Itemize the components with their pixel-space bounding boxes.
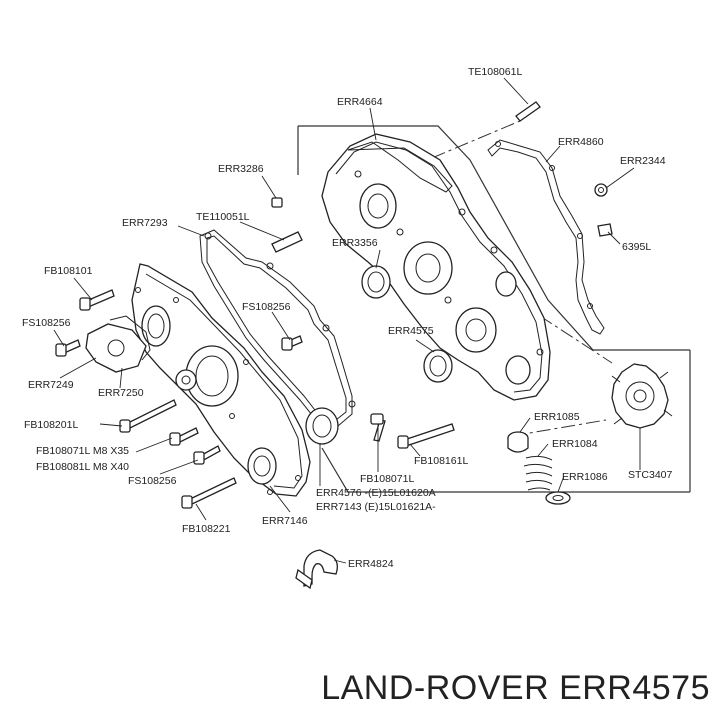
oil-seal-err4575 — [423, 349, 453, 383]
label-err1085: ERR1085 — [534, 411, 580, 423]
oil-seal-err3356 — [361, 265, 391, 299]
bolt-fb108101 — [79, 289, 115, 311]
label-err7143: ERR7143 (E)15L01621A- — [316, 501, 436, 513]
label-fb108071l-m8: FB108071L M8 X35 — [36, 445, 129, 457]
label-err1086: ERR1086 — [562, 471, 608, 483]
label-fs108256-left: FS108256 — [22, 317, 71, 329]
spring-err1084 — [523, 455, 553, 491]
label-fb108101: FB108101 — [44, 265, 93, 277]
label-err4824: ERR4824 — [348, 558, 394, 570]
label-fs108256-mid: FS108256 — [242, 301, 291, 313]
label-err7293: ERR7293 — [122, 217, 168, 229]
oil-pump-rotor — [611, 363, 673, 429]
leader-lines — [53, 77, 641, 564]
bolt-fb108161l — [397, 423, 455, 449]
housing-err7249 — [85, 323, 147, 373]
bolt-fb108221 — [181, 477, 237, 509]
label-err7249: ERR7249 — [28, 379, 74, 391]
gasket-err7250 — [109, 315, 151, 361]
part-labels: TE108061L ERR4664 ERR4860 ERR3286 ERR234… — [22, 66, 673, 570]
label-err4664: ERR4664 — [337, 96, 383, 108]
screw-fs108256-low — [193, 445, 221, 465]
valve-plunger-err1085 — [507, 431, 529, 453]
label-err4575: ERR4575 — [388, 325, 434, 337]
label-err3286: ERR3286 — [218, 163, 264, 175]
label-fb108201l: FB108201L — [24, 419, 78, 431]
label-fb108161l: FB108161L — [414, 455, 468, 467]
seal-err2344 — [594, 183, 608, 197]
screw-fs108256-mid — [281, 335, 303, 351]
oil-seal-err4576 — [305, 407, 339, 445]
label-stc3407: STC3407 — [628, 469, 673, 481]
stud-te108061l — [515, 101, 541, 122]
label-err3356: ERR3356 — [332, 237, 378, 249]
label-err1084: ERR1084 — [552, 438, 598, 450]
stud-te110051l — [271, 231, 303, 253]
plug-err3286 — [271, 197, 283, 208]
label-err4576: ERR4576 -(E)15L01620A — [316, 487, 436, 499]
label-fb108071l: FB108071L — [360, 473, 414, 485]
label-err7250: ERR7250 — [98, 387, 144, 399]
bolt-fb108071l-m8 — [169, 427, 199, 446]
front-timing-cover — [131, 263, 311, 497]
label-err7146: ERR7146 — [262, 515, 308, 527]
label-fs108256-low: FS108256 — [128, 475, 177, 487]
label-err4860: ERR4860 — [558, 136, 604, 148]
label-6395l: 6395L — [622, 241, 651, 253]
bracket-err4824 — [295, 549, 338, 590]
cover-gasket — [199, 229, 356, 427]
brand-caption: LAND-ROVER ERR4575 — [321, 669, 710, 707]
screw-fs108256-left — [55, 339, 81, 357]
assembly-frame — [297, 120, 691, 493]
label-fb108221: FB108221 — [182, 523, 231, 535]
label-fb108081l-m8: FB108081L M8 X40 — [36, 461, 129, 473]
label-err2344: ERR2344 — [620, 155, 666, 167]
label-te110051l: TE110051L — [196, 211, 250, 223]
label-te108061l: TE108061L — [468, 66, 522, 78]
washer-err1086 — [545, 491, 571, 505]
bolt-fb108201l — [119, 399, 177, 433]
case-gasket — [487, 139, 605, 335]
